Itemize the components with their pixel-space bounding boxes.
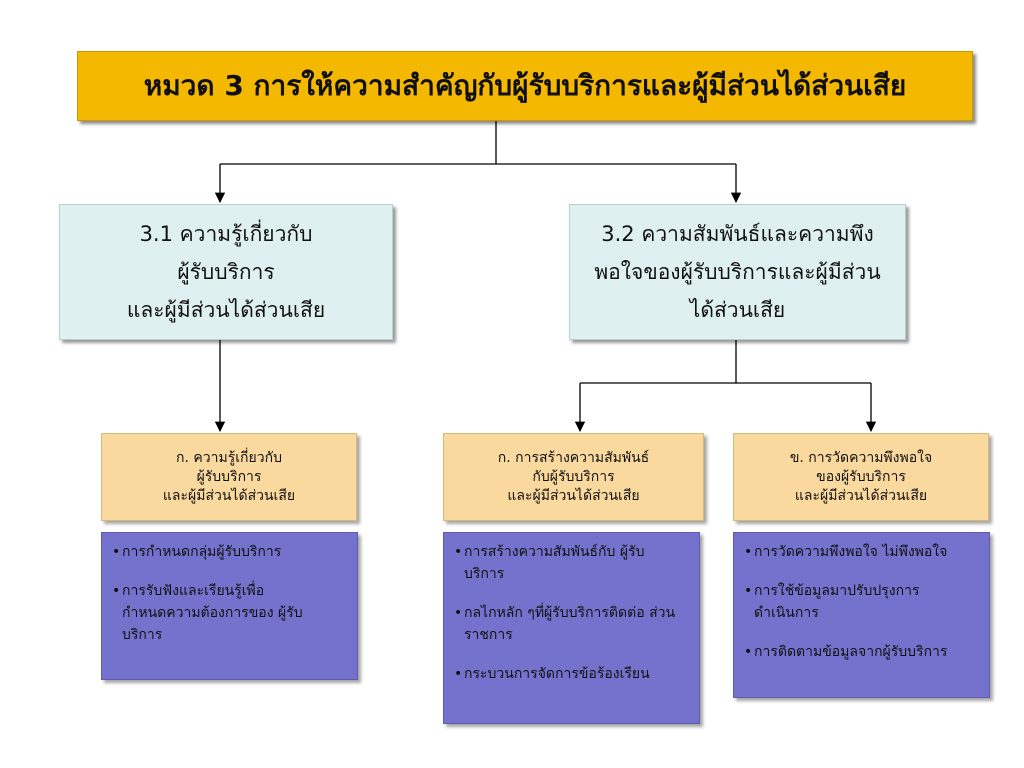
- subsection-satisfaction-line-3: และผู้มีส่วนได้ส่วนเสีย: [794, 487, 928, 504]
- subsection-relationship-box: ก. การสร้างความสัมพันธ์ กับผู้รับบริการ …: [443, 433, 704, 521]
- subsection-relationship-line-2: กับผู้รับบริการ: [532, 468, 615, 485]
- list-item-text: การวัดความพึงพอใจ ไม่พึงพอใจ: [754, 544, 948, 560]
- section-3-1-line-1: 3.1 ความรู้เกี่ยวกับ: [139, 222, 313, 246]
- list-item-text: การติดตามข้อมูลจากผู้รับบริการ: [754, 644, 948, 660]
- section-3-1-line-3: และผู้มีส่วนได้ส่วนเสีย: [126, 298, 326, 322]
- subsection-satisfaction-line-2: ของผู้รับบริการ: [816, 468, 906, 485]
- list-item: • กระบวนการจัดการข้อร้องเรียน: [454, 663, 693, 685]
- list-item: • การติดตามข้อมูลจากผู้รับบริการ: [744, 641, 983, 663]
- list-item-text: การใช้ข้อมูลมาปรับปรุงการ ดำเนินการ: [754, 583, 920, 621]
- detail-satisfaction-box: • การวัดความพึงพอใจ ไม่พึงพอใจ • การใช้ข…: [733, 532, 990, 698]
- section-3-1-box: 3.1 ความรู้เกี่ยวกับ ผู้รับบริการ และผู้…: [59, 204, 393, 340]
- list-item-text: กลไกหลัก ๆที่ผู้รับบริการติดต่อ ส่วนราชก…: [464, 605, 676, 643]
- subsection-satisfaction-box: ข. การวัดความพึงพอใจ ของผู้รับบริการ และ…: [733, 433, 989, 521]
- bullet-point: •: [112, 544, 121, 560]
- subsection-knowledge-box: ก. ความรู้เกี่ยวกับ ผู้รับบริการ และผู้ม…: [101, 433, 357, 521]
- list-item: • การวัดความพึงพอใจ ไม่พึงพอใจ: [744, 541, 983, 563]
- section-3-2-line-1: 3.2 ความสัมพันธ์และความพึง: [601, 222, 874, 246]
- subsection-relationship-line-3: และผู้มีส่วนได้ส่วนเสีย: [507, 487, 640, 504]
- bullet-point: •: [744, 644, 753, 660]
- list-item-text: การกำหนดกลุ่มผู้รับบริการ: [122, 544, 282, 560]
- list-item: • การสร้างความสัมพันธ์กับ ผู้รับบริการ: [454, 541, 693, 585]
- list-item-text: การสร้างความสัมพันธ์กับ ผู้รับบริการ: [464, 544, 645, 582]
- bullet-point: •: [454, 666, 463, 682]
- bullet-point: •: [454, 544, 463, 560]
- detail-knowledge-box: • การกำหนดกลุ่มผู้รับบริการ • การรับฟังแ…: [101, 532, 358, 680]
- subsection-knowledge-line-3: และผู้มีส่วนได้ส่วนเสีย: [162, 487, 296, 504]
- subsection-relationship-line-1: ก. การสร้างความสัมพันธ์: [497, 449, 650, 466]
- subsection-knowledge-line-1: ก. ความรู้เกี่ยวกับ: [176, 449, 282, 466]
- list-item: • กลไกหลัก ๆที่ผู้รับบริการติดต่อ ส่วนรา…: [454, 602, 693, 646]
- bullet-point: •: [112, 583, 121, 599]
- section-3-1-line-2: ผู้รับบริการ: [177, 260, 275, 284]
- detail-relationship-box: • การสร้างความสัมพันธ์กับ ผู้รับบริการ •…: [443, 532, 700, 724]
- list-item-text: กระบวนการจัดการข้อร้องเรียน: [464, 666, 650, 682]
- list-item-text: การรับฟังและเรียนรู้เพื่อ กำหนดความต้องก…: [122, 583, 303, 643]
- list-item: • การรับฟังและเรียนรู้เพื่อ กำหนดความต้อ…: [112, 580, 351, 646]
- bullet-point: •: [744, 544, 753, 560]
- subsection-satisfaction-line-1: ข. การวัดความพึงพอใจ: [789, 449, 933, 466]
- list-item: • การใช้ข้อมูลมาปรับปรุงการ ดำเนินการ: [744, 580, 983, 624]
- bullet-point: •: [454, 605, 463, 621]
- list-item: • การกำหนดกลุ่มผู้รับบริการ: [112, 541, 351, 563]
- chapter-title: หมวด 3 การให้ความสำคัญกับผู้รับบริการและ…: [143, 69, 907, 102]
- section-3-2-line-2: พอใจของผู้รับบริการและผู้มีส่วน: [594, 260, 881, 284]
- subsection-knowledge-line-2: ผู้รับบริการ: [196, 468, 262, 485]
- chapter-title-box: หมวด 3 การให้ความสำคัญกับผู้รับบริการและ…: [77, 51, 973, 121]
- section-3-2-box: 3.2 ความสัมพันธ์และความพึง พอใจของผู้รับ…: [569, 204, 906, 340]
- bullet-point: •: [744, 583, 753, 599]
- section-3-2-line-3: ได้ส่วนเสีย: [689, 298, 786, 322]
